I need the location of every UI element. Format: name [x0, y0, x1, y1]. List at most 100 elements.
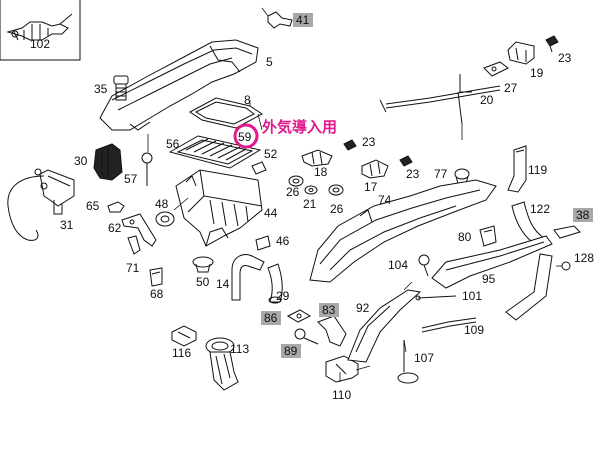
- callout-65: 65: [86, 199, 100, 213]
- part-71-clip: [127, 235, 141, 255]
- part-110-bracket: [325, 355, 359, 383]
- part-23c-screw: [545, 35, 559, 53]
- callout-48: 48: [155, 197, 169, 211]
- annotation: 外気導入用: [233, 118, 337, 149]
- callout-83: 83: [322, 303, 336, 317]
- callout-box-38: [573, 208, 593, 222]
- leader-lines: [147, 7, 562, 382]
- part-65-clip: [107, 201, 125, 213]
- callout-50: 50: [196, 275, 210, 289]
- part-107-clip: [397, 340, 419, 384]
- callout-110: 110: [332, 388, 351, 402]
- callout-29: 29: [276, 289, 290, 303]
- part-119-duct: [507, 145, 527, 193]
- part-18-connector: [301, 149, 333, 167]
- callout-52: 52: [264, 147, 278, 161]
- part-5-duct: [99, 39, 259, 131]
- callout-17: 17: [364, 180, 378, 194]
- callout-102: 102: [30, 37, 50, 51]
- part-52-bracket: [251, 161, 267, 175]
- callout-35: 35: [94, 82, 108, 96]
- callout-89: 89: [284, 344, 298, 358]
- annotation-text: 外気導入用: [261, 118, 337, 136]
- callout-box-83: [319, 303, 339, 317]
- part-83-bracket: [317, 315, 347, 347]
- part-116-clip: [171, 325, 197, 347]
- callout-14: 14: [216, 277, 230, 291]
- callout-57: 57: [124, 172, 138, 186]
- callout-21: 21: [303, 197, 317, 211]
- callout-41: 41: [296, 13, 310, 27]
- callout-box-41: [293, 13, 313, 27]
- callout-46: 46: [276, 234, 290, 248]
- part-89-screw: [294, 328, 319, 345]
- part-101-rod: [415, 295, 457, 301]
- callout-20: 20: [480, 93, 494, 107]
- part-57-screw: [141, 152, 153, 186]
- callout-26a: 26: [286, 185, 300, 199]
- highlight-ring-59: [233, 123, 259, 149]
- callout-113: 113: [230, 342, 249, 356]
- callout-44: 44: [264, 206, 278, 220]
- part-23b-screw: [399, 155, 413, 167]
- part-68-clip: [149, 267, 163, 287]
- callout-77: 77: [434, 167, 448, 181]
- callout-107: 107: [414, 351, 434, 365]
- callout-59: 59: [238, 130, 252, 144]
- part-95-return-duct: [505, 253, 553, 321]
- callout-122: 122: [530, 202, 550, 216]
- part-44-housing: [175, 169, 263, 247]
- callout-68: 68: [150, 287, 164, 301]
- callout-box-89: [281, 344, 301, 358]
- callout-74: 74: [378, 193, 392, 207]
- callout-71: 71: [126, 261, 140, 275]
- callout-104: 104: [388, 258, 408, 272]
- callout-8: 8: [244, 93, 251, 107]
- callout-31: 31: [60, 218, 74, 232]
- part-14-hose: [231, 254, 265, 301]
- part-21-grommet: [304, 185, 318, 195]
- callout-80: 80: [458, 230, 472, 244]
- part-17-connector: [361, 159, 389, 179]
- part-30-blower: [93, 143, 123, 181]
- callout-95: 95: [482, 272, 496, 286]
- part-62-bracket: [121, 213, 157, 247]
- part-109-strip: [421, 317, 477, 333]
- part-41-clip: [267, 11, 293, 29]
- callout-62: 62: [108, 221, 122, 235]
- part-102-clip: [6, 13, 73, 41]
- part-38-clip: [553, 225, 581, 239]
- part-26b-grommet: [328, 184, 344, 196]
- part-50-grommet: [192, 256, 214, 273]
- callout-26b: 26: [330, 202, 344, 216]
- part-29-hose: [267, 263, 283, 304]
- part-27-bracket: [483, 61, 509, 77]
- part-35-bolt: [113, 75, 129, 101]
- callout-23c: 23: [558, 51, 572, 65]
- callout-23a: 23: [362, 135, 376, 149]
- part-20-linkage: [379, 74, 501, 125]
- part-56-filter: [168, 135, 262, 169]
- part-128-nut: [561, 261, 571, 271]
- part-46-clip: [255, 235, 271, 251]
- part-95-duct: [431, 235, 553, 289]
- part-104-screw: [418, 254, 430, 277]
- callout-19: 19: [530, 66, 544, 80]
- part-74-channel: [309, 179, 497, 283]
- part-31-harness: [7, 168, 75, 241]
- callout-92: 92: [356, 301, 370, 315]
- callout-27: 27: [504, 81, 518, 95]
- callout-5: 5: [266, 55, 273, 69]
- callout-18: 18: [314, 165, 328, 179]
- inset-box-102: [0, 0, 81, 61]
- part-48-grommet: [155, 211, 175, 227]
- callout-128: 128: [574, 251, 594, 265]
- part-23a-screw: [343, 139, 357, 151]
- callout-23b: 23: [406, 167, 420, 181]
- callout-30: 30: [74, 154, 88, 168]
- callout-109: 109: [464, 323, 484, 337]
- callout-119: 119: [528, 163, 547, 177]
- callout-101: 101: [462, 289, 482, 303]
